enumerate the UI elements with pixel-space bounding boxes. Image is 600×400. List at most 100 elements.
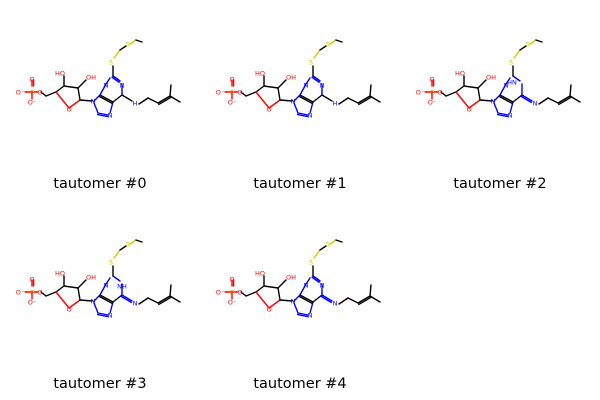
bond [263,285,279,289]
atom-label-n: N [291,97,296,105]
atom-label-o: O [237,288,242,296]
bond [519,45,527,51]
bond [311,76,320,84]
bond [493,102,499,114]
atom-label-o: OH [286,273,296,281]
bond [268,299,281,309]
bond [338,97,349,105]
bond [497,112,509,116]
bond [245,291,257,297]
bond [335,39,343,43]
atom-label-o: O [237,88,242,96]
bond [135,39,143,43]
tautomer-legend: tautomer #0 [53,176,147,192]
bond [279,99,293,102]
atom-label-o: HO [55,269,65,277]
bond [496,113,509,118]
bond [263,85,279,89]
bond [313,49,321,59]
bond [319,245,327,251]
bond [79,99,93,102]
bond [99,83,107,96]
bond [138,97,149,105]
atom-label-n: N [291,297,296,305]
bond [157,95,171,104]
atom-label-p: P [30,88,34,96]
bond [277,287,281,301]
bond [277,279,287,289]
bond [468,99,481,109]
bond [277,87,281,101]
tautomer-legend: tautomer #4 [253,376,347,392]
bond [299,94,314,103]
atom-label-n: N [308,311,313,319]
bond [77,87,81,101]
bond [255,85,265,93]
bond [557,95,571,104]
bond [498,95,513,105]
bond [445,91,457,97]
atom-label-s: S [326,40,330,48]
bond [129,39,137,45]
bond [369,295,381,303]
bond [279,299,293,302]
atom-label-n: N [304,81,309,89]
bond [129,239,137,245]
bond [505,77,511,85]
bond [96,113,109,118]
bond [245,91,257,97]
bond [255,291,270,309]
bond [558,96,572,106]
bond [55,85,65,93]
bond [312,294,323,303]
bond [298,95,313,105]
atom-label-o: O⁻ [416,88,425,96]
bond [329,239,337,245]
bond [97,312,109,316]
bond [299,83,307,96]
bond [55,285,65,293]
bond [321,94,333,102]
atom-label-n: HN [507,78,517,86]
atom-label-s: S [309,258,313,266]
atom-label-n: N [104,281,109,289]
bond [440,91,447,97]
atom-label-o: O⁻ [216,88,225,96]
bond [120,295,132,304]
bond [296,313,309,318]
atom-label-n: N [104,81,109,89]
atom-label-n: NH [117,282,127,290]
bond [297,112,309,116]
bond [479,99,493,102]
bond [40,291,47,297]
bond [77,79,87,89]
atom-label-s: S [109,258,113,266]
bond [512,75,521,82]
atom-label-s: S [326,240,330,248]
bond [158,96,172,106]
bond [277,79,287,89]
bond [369,84,372,97]
atom-label-o: O [437,88,442,96]
bond [45,291,57,297]
atom-label-o: O⁻ [28,98,37,106]
atom-label-n: H [333,99,338,107]
atom-label-n: N [491,97,496,105]
atom-label-n: N [533,99,538,107]
atom-label-p: P [230,88,234,96]
bond [63,285,79,289]
atom-label-s: S [526,40,530,48]
bond [98,295,113,305]
bond [147,297,159,304]
bond [299,283,307,296]
atom-label-o: O⁻ [228,298,237,306]
bond [112,294,123,303]
bond [319,45,327,51]
bond [99,294,114,303]
bond [111,76,120,84]
atom-label-n: N [133,299,138,307]
